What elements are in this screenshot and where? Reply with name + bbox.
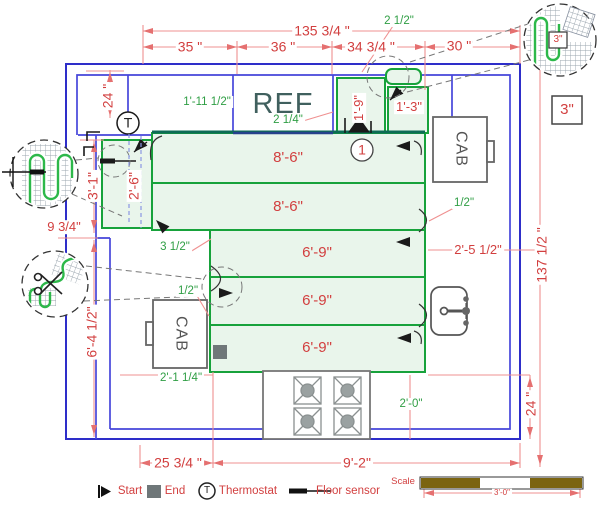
note-2-0: 2'-0" xyxy=(397,397,425,411)
detail-3-label-box xyxy=(548,31,568,49)
legend-thermostat-label: Thermostat xyxy=(218,484,278,497)
legend-end-label: End xyxy=(164,484,186,497)
dim-2-6: 2'-6" xyxy=(125,170,142,202)
sink xyxy=(430,286,470,336)
dim-9-2: 9'-2" xyxy=(341,454,373,471)
heating-cable xyxy=(533,16,561,70)
dim-6-4-1-2: 6'-4 1/2" xyxy=(83,304,100,360)
cabinet-label: CAB xyxy=(452,131,470,167)
detail-circle-left xyxy=(2,139,79,209)
callout-1: 1 xyxy=(358,141,366,158)
thermostat-legend-icon xyxy=(198,482,216,500)
mat-row-length: 6'-9" xyxy=(302,292,332,310)
cabinet-right xyxy=(432,116,495,183)
heating-mats xyxy=(101,68,429,373)
note-1-11-1-2: 1'-11 1/2" xyxy=(181,95,233,109)
corner-bracket-icon xyxy=(83,131,100,156)
refrigerator-label: REF xyxy=(252,87,314,120)
mat-row-length: 8'-6" xyxy=(273,198,303,216)
cabinet-label: CAB xyxy=(172,316,190,352)
mat-row-length: 8'-6" xyxy=(273,149,303,167)
end-icon xyxy=(213,345,227,359)
detail-circle-scissors xyxy=(21,250,89,318)
mat-row-4 xyxy=(209,276,426,326)
dim-1-9: 1'-9" xyxy=(351,93,367,123)
dim-1-3: 1'-3" xyxy=(394,99,424,115)
mat-row-length: 6'-9" xyxy=(302,244,332,262)
dim-9-3-4: 9 3/4" xyxy=(45,219,83,235)
callout-circle xyxy=(350,138,374,162)
note-1-2-left: 1/2" xyxy=(175,284,201,298)
mat-row-2 xyxy=(151,182,426,231)
legend-symbols xyxy=(98,482,331,500)
dim-25-3-4: 25 3/4 " xyxy=(152,454,204,471)
dim-seg-30: 30 " xyxy=(444,37,474,54)
start-icon xyxy=(348,117,370,133)
dim-seg-36: 36 " xyxy=(268,38,298,55)
detail-3-label: 3" xyxy=(560,101,574,119)
dim-seg-34-3-4: 34 3/4 " xyxy=(345,38,397,55)
mat-row-length: 6'-9" xyxy=(302,339,332,357)
dim-3-1: 3'-1" xyxy=(84,170,101,202)
scale-label: Scale xyxy=(391,476,415,488)
dim-total-width: 135 3/4 " xyxy=(292,22,352,39)
stove-burners xyxy=(293,376,362,436)
cable-hooks xyxy=(149,135,428,345)
mat-patch xyxy=(562,6,596,38)
dim-left-24: 24 " xyxy=(99,81,116,111)
legend-thermostat-letter: T xyxy=(203,484,211,496)
heating-cable xyxy=(39,256,81,295)
appliances xyxy=(145,116,495,440)
note-1-2-right: 1/2" xyxy=(451,196,477,210)
cabinet-left xyxy=(145,299,208,369)
thermostat-letter: T xyxy=(123,114,133,131)
detail-circle-top-right xyxy=(523,3,597,77)
scissors-icon xyxy=(33,271,63,296)
note-offset-2-1-2: 2 1/2" xyxy=(382,14,416,28)
mat-connector-tab xyxy=(385,68,422,85)
detail-3-box xyxy=(551,95,583,125)
scale-length: 3'-0" xyxy=(492,487,512,498)
note-2-1-1-4: 2'-1 1/4" xyxy=(157,371,205,385)
end-legend-icon xyxy=(147,485,161,498)
dim-seg-35: 35 " xyxy=(175,38,205,55)
legend-floor-sensor-label: Floor sensor xyxy=(316,484,380,497)
heating-cable xyxy=(28,153,74,204)
dim-total-height: 137 1/2 " xyxy=(533,225,550,285)
note-3-1-2: 3 1/2" xyxy=(158,240,192,254)
dim-2-5-1-2: 2'-5 1/2" xyxy=(452,242,504,258)
note-2-1-4: 2 1/4" xyxy=(271,113,305,127)
dim-right-24: 24 " xyxy=(522,389,539,419)
legend-start-label: Start xyxy=(117,484,143,497)
thermostat-icon xyxy=(116,111,140,135)
detail-3-circle-label: 3" xyxy=(553,33,563,45)
